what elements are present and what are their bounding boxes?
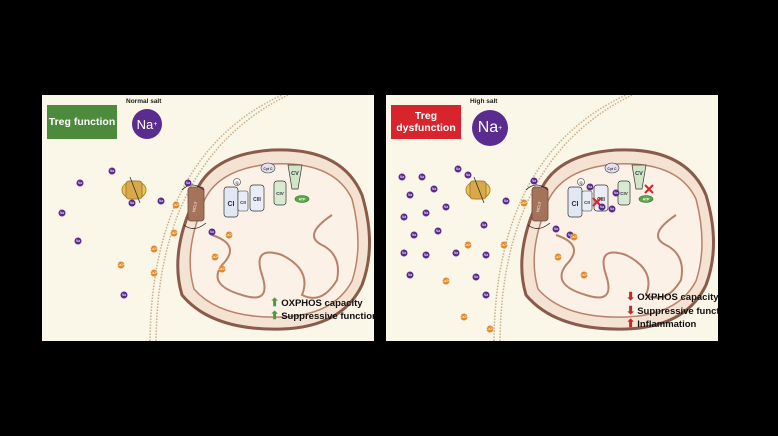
- sodium-ion-label: Na: [420, 175, 424, 179]
- sodium-ion-label: Na: [110, 169, 114, 173]
- sodium-ion-label: Na: [402, 251, 406, 255]
- sodium-ion-label: Na: [408, 273, 412, 277]
- calcium-ion-label: Ca2+: [580, 273, 588, 277]
- sodium-ion-label: Na: [474, 275, 478, 279]
- calcium-ion-label: Ca2+: [464, 243, 472, 247]
- calcium-ion-label: Ca2+: [211, 255, 219, 259]
- svg-text:CIV: CIV: [620, 191, 628, 196]
- calcium-ion-label: Ca2+: [172, 203, 180, 207]
- arrow-down-icon: ⬇: [626, 305, 635, 317]
- sodium-ion-label: Na: [482, 223, 486, 227]
- sodium-ion-label: Na: [60, 211, 64, 215]
- sodium-ion-label: Na: [78, 181, 82, 185]
- outcome-suppressive: ⬆Suppressive function: [270, 310, 374, 323]
- svg-text:CII: CII: [240, 200, 246, 205]
- sodium-ion-label: Na: [504, 199, 508, 203]
- svg-text:Q: Q: [579, 180, 582, 185]
- svg-text:ATP: ATP: [643, 198, 650, 202]
- calcium-ion-label: Ca2+: [150, 271, 158, 275]
- svg-text:CII: CII: [584, 200, 590, 205]
- calcium-ion-label: Ca2+: [520, 201, 528, 205]
- sodium-ion-label: Na: [210, 230, 214, 234]
- sodium-ion-label: Na: [456, 167, 460, 171]
- sodium-ion-label: Na: [484, 253, 488, 257]
- svg-text:ATP: ATP: [299, 198, 306, 202]
- complex-i-label: CI: [228, 201, 235, 208]
- high-salt-label: High salt: [470, 98, 497, 105]
- sodium-channel-icon: [122, 177, 146, 203]
- sodium-ion-label: Na: [400, 175, 404, 179]
- sodium-ion-label: Na: [424, 253, 428, 257]
- sodium-ion-label: Na: [159, 199, 163, 203]
- sodium-ion-label: Na: [408, 193, 412, 197]
- sodium-ion-label: Na: [532, 179, 536, 183]
- sodium-ion-label: Na: [402, 215, 406, 219]
- sodium-ion-label: Na: [186, 181, 190, 185]
- svg-text:CIII: CIII: [253, 197, 261, 203]
- outcome-inflammation: ⬆Inflammation: [626, 318, 718, 332]
- sodium-ion-label: Na: [614, 191, 618, 195]
- sodium-ion-label: Na: [432, 187, 436, 191]
- sodium-ion-label: Na: [610, 207, 614, 211]
- sodium-ion-label: Na: [454, 251, 458, 255]
- calcium-ion-label: Ca2+: [570, 235, 578, 239]
- calcium-ion-label: Ca2+: [442, 279, 450, 283]
- svg-text:CI: CI: [572, 201, 579, 208]
- sodium-ion-label: Na: [424, 211, 428, 215]
- calcium-ion-label: Ca2+: [225, 233, 233, 237]
- outcomes-list: ⬇OXPHOS capacity ⬇Suppressive function ⬆…: [626, 291, 718, 332]
- outcome-suppressive: ⬇Suppressive function: [626, 305, 718, 319]
- arrow-down-icon: ⬇: [626, 291, 635, 303]
- svg-text:CV: CV: [291, 171, 299, 177]
- calcium-ion-label: Ca2+: [460, 315, 468, 319]
- outcome-oxphos: ⬆OXPHOS capacity: [270, 297, 374, 310]
- svg-text:CV: CV: [635, 171, 643, 177]
- sodium-ion-large-icon: Na+: [132, 109, 162, 139]
- sodium-ion-label: Na: [600, 205, 604, 209]
- sodium-ion-label: Na: [122, 293, 126, 297]
- svg-text:Cyt C: Cyt C: [263, 167, 273, 171]
- svg-text:Cyt C: Cyt C: [607, 167, 617, 171]
- arrow-up-icon: ⬆: [270, 297, 279, 309]
- calcium-ion-label: Ca2+: [500, 243, 508, 247]
- outcomes-list: ⬆OXPHOS capacity ⬆Suppressive function: [270, 297, 374, 323]
- arrow-up-icon: ⬆: [270, 310, 279, 322]
- sodium-ion-label: Na: [466, 173, 470, 177]
- normal-salt-panel: NCLX CI Q CII CIII Cyt C CIV CV ATP: [42, 95, 374, 341]
- svg-text:Q: Q: [235, 180, 238, 185]
- sodium-ion-label: Na: [484, 293, 488, 297]
- calcium-ion-label: Ca2+: [554, 255, 562, 259]
- sodium-ion-label: Na: [554, 227, 558, 231]
- arrow-up-icon: ⬆: [626, 318, 635, 330]
- sodium-ion-label: Na: [130, 201, 134, 205]
- normal-salt-label: Normal salt: [126, 98, 161, 105]
- calcium-ion-label: Ca2+: [150, 247, 158, 251]
- calcium-ion-label: Ca2+: [218, 267, 226, 271]
- high-salt-panel: NCLX CI Q CII CIII Cyt C CIV CV ATP: [386, 95, 718, 341]
- sodium-ion-label: Na: [588, 185, 592, 189]
- sodium-ion-label: Na: [436, 229, 440, 233]
- calcium-ion-label: Ca2+: [170, 231, 178, 235]
- calcium-ion-label: Ca2+: [117, 263, 125, 267]
- outcome-oxphos: ⬇OXPHOS capacity: [626, 291, 718, 305]
- svg-text:CIV: CIV: [276, 191, 284, 196]
- sodium-channel-icon: [466, 177, 490, 203]
- treg-dysfunction-tag: Treg dysfunction: [391, 105, 461, 139]
- treg-function-tag: Treg function: [47, 105, 117, 139]
- sodium-ion-large-icon: Na+: [472, 110, 508, 146]
- sodium-ion-label: Na: [444, 205, 448, 209]
- sodium-ion-label: Na: [76, 239, 80, 243]
- calcium-ion-label: Ca2+: [486, 327, 494, 331]
- sodium-ion-label: Na: [412, 233, 416, 237]
